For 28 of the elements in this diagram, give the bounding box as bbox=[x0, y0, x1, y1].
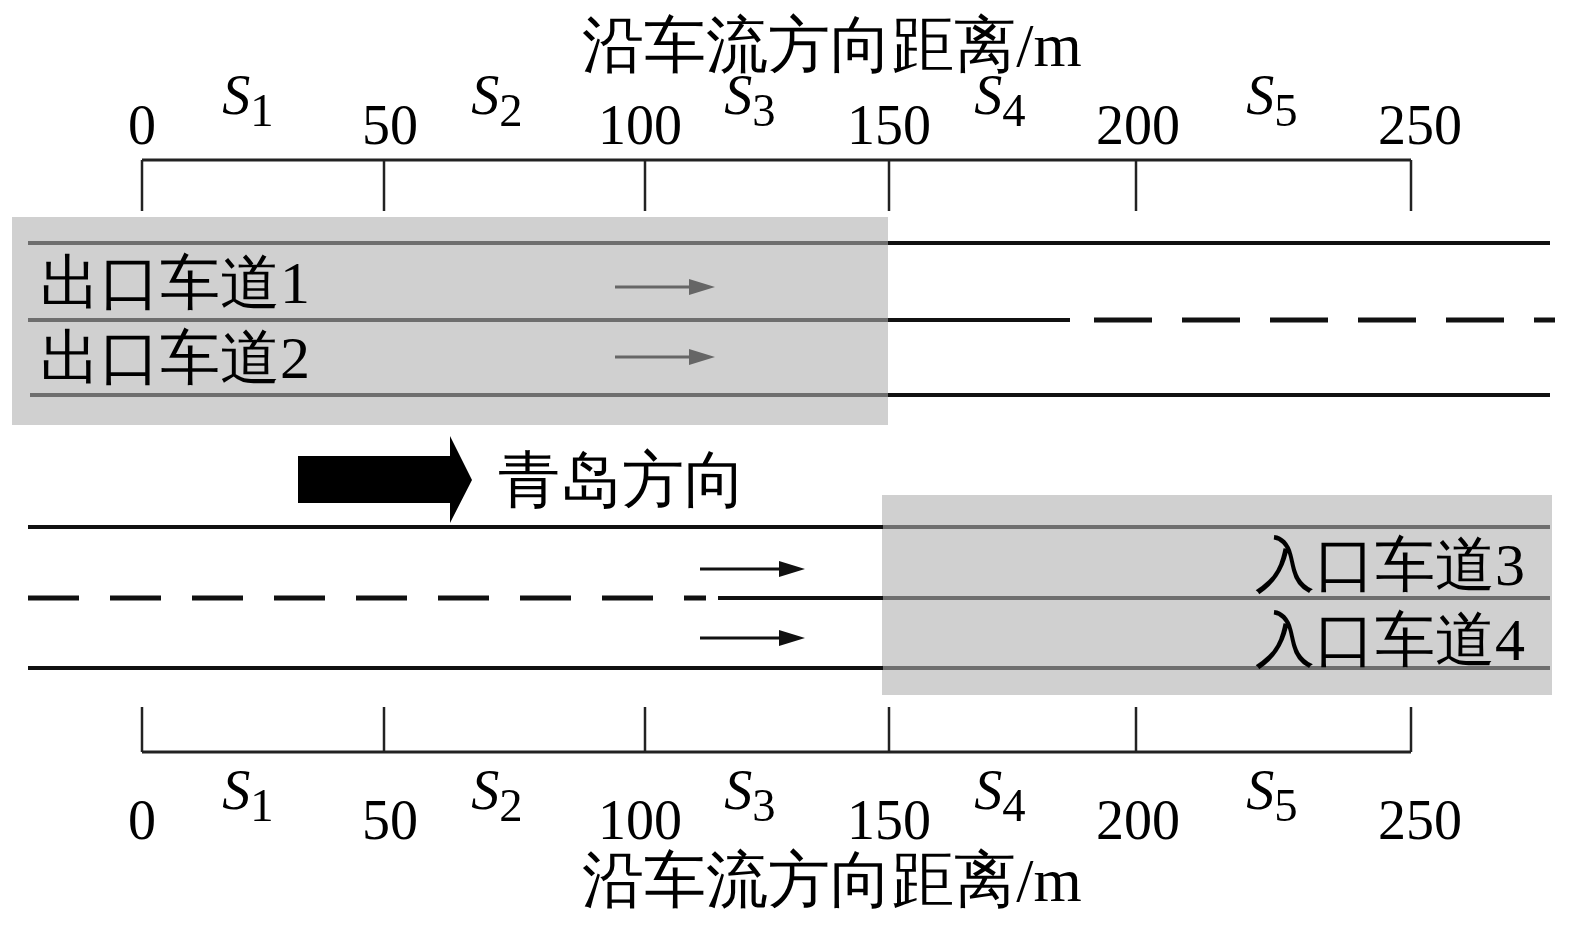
segment-label: S$_{5}$ bbox=[1246, 761, 1298, 829]
tick-label: 100 bbox=[598, 792, 682, 848]
segment-label: S$_{1}$ bbox=[222, 761, 274, 829]
lane-label: 出口车道1 bbox=[40, 253, 310, 313]
tick-label: 50 bbox=[362, 97, 418, 153]
shaded-lane-zone bbox=[882, 495, 1552, 695]
lane-label: 入口车道4 bbox=[1255, 610, 1525, 670]
segment-label: S$_{2}$ bbox=[471, 66, 523, 134]
tick-label: 250 bbox=[1378, 792, 1462, 848]
lane-label: 入口车道3 bbox=[1255, 535, 1525, 595]
tick-label: 200 bbox=[1096, 792, 1180, 848]
tick-label: 0 bbox=[128, 792, 156, 848]
tick-label: 150 bbox=[847, 97, 931, 153]
tick-label: 50 bbox=[362, 792, 418, 848]
tick-label: 150 bbox=[847, 792, 931, 848]
segment-label: S$_{2}$ bbox=[471, 761, 523, 829]
lane-label: 出口车道2 bbox=[40, 328, 310, 388]
tick-label: 200 bbox=[1096, 97, 1180, 153]
axis-title: 沿车流方向距离/m bbox=[582, 849, 1082, 911]
segment-label: S$_{4}$ bbox=[974, 761, 1026, 829]
tick-label: 100 bbox=[598, 97, 682, 153]
direction-label: 青岛方向 bbox=[498, 449, 746, 511]
tick-label: 0 bbox=[128, 97, 156, 153]
segment-label: S$_{3}$ bbox=[724, 761, 776, 829]
shaded-lane-zone bbox=[12, 217, 888, 425]
segment-label: S$_{5}$ bbox=[1246, 66, 1298, 134]
tick-label: 250 bbox=[1378, 97, 1462, 153]
segment-label: S$_{1}$ bbox=[222, 66, 274, 134]
